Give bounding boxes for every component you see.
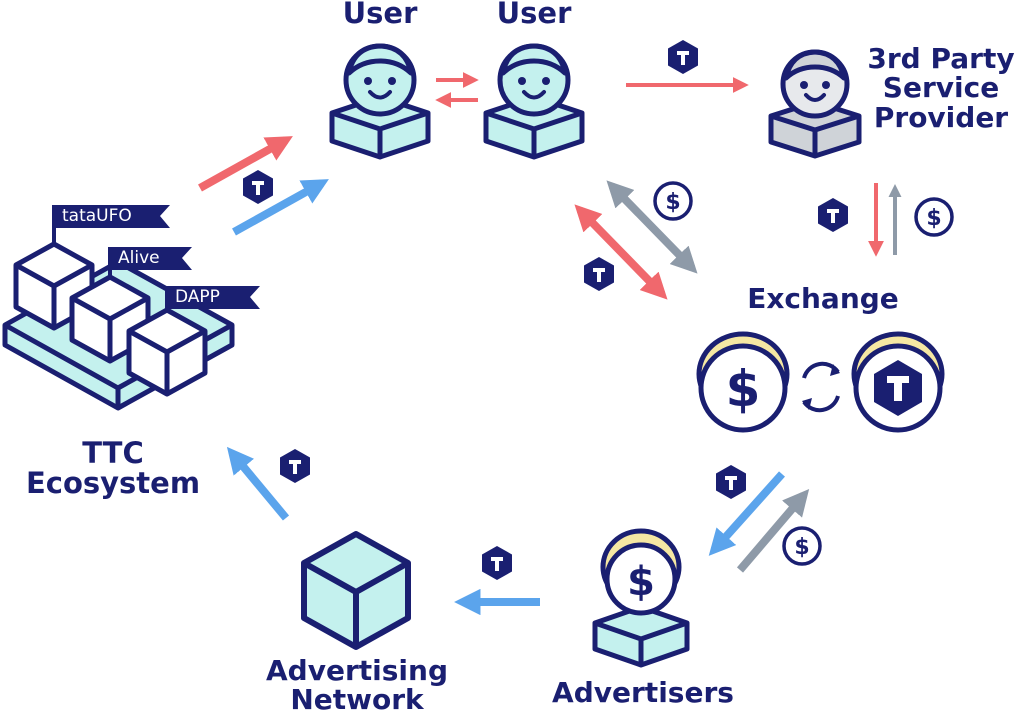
advertisers-label: Advertisers — [552, 676, 734, 709]
dollar-coin-icon: $ — [696, 331, 790, 433]
user-label: User — [342, 0, 418, 30]
svg-text:$: $ — [794, 535, 809, 560]
advertising-network-label: Advertising Network — [266, 654, 448, 715]
token-exchange-arrow — [574, 204, 668, 300]
user-icon — [483, 43, 585, 160]
app-cube-dapp — [126, 286, 260, 397]
dollar-icon: $ — [782, 526, 822, 566]
exchange-cycle-icon — [802, 361, 840, 413]
token-icon — [716, 465, 746, 499]
exchange-label: Exchange — [747, 282, 899, 315]
cash-payment-arrow — [736, 488, 810, 573]
token-coin-icon — [851, 331, 945, 433]
svg-text:$: $ — [627, 559, 655, 605]
token-icon — [668, 40, 698, 74]
app-label-tataufo: tataUFO — [62, 206, 132, 226]
token-icon — [243, 170, 273, 204]
advertiser-icon: $ — [592, 528, 690, 668]
app-label-dapp: DAPP — [175, 287, 220, 307]
reward-arrow — [198, 136, 293, 192]
user-label: User — [496, 0, 572, 30]
service-provider-icon — [768, 49, 862, 159]
token-icon — [818, 198, 848, 232]
dollar-icon: $ — [914, 197, 954, 237]
svg-text:$: $ — [665, 190, 680, 215]
dollar-icon: $ — [653, 181, 693, 221]
token-purchase-arrow — [708, 471, 785, 556]
ad-revenue-arrow — [226, 446, 290, 521]
svg-text:$: $ — [926, 206, 941, 231]
svg-text:$: $ — [726, 360, 761, 418]
app-label-alive: Alive — [118, 248, 160, 268]
cube-icon — [301, 531, 411, 650]
ecosystem-label: TTC Ecosystem — [25, 436, 201, 501]
reward-arrow — [232, 179, 329, 236]
token-icon — [280, 449, 310, 483]
user-icon — [329, 43, 431, 160]
token-icon — [482, 546, 512, 580]
service-provider-label: 3rd Party Service Provider — [867, 42, 1015, 134]
token-icon — [584, 257, 614, 291]
